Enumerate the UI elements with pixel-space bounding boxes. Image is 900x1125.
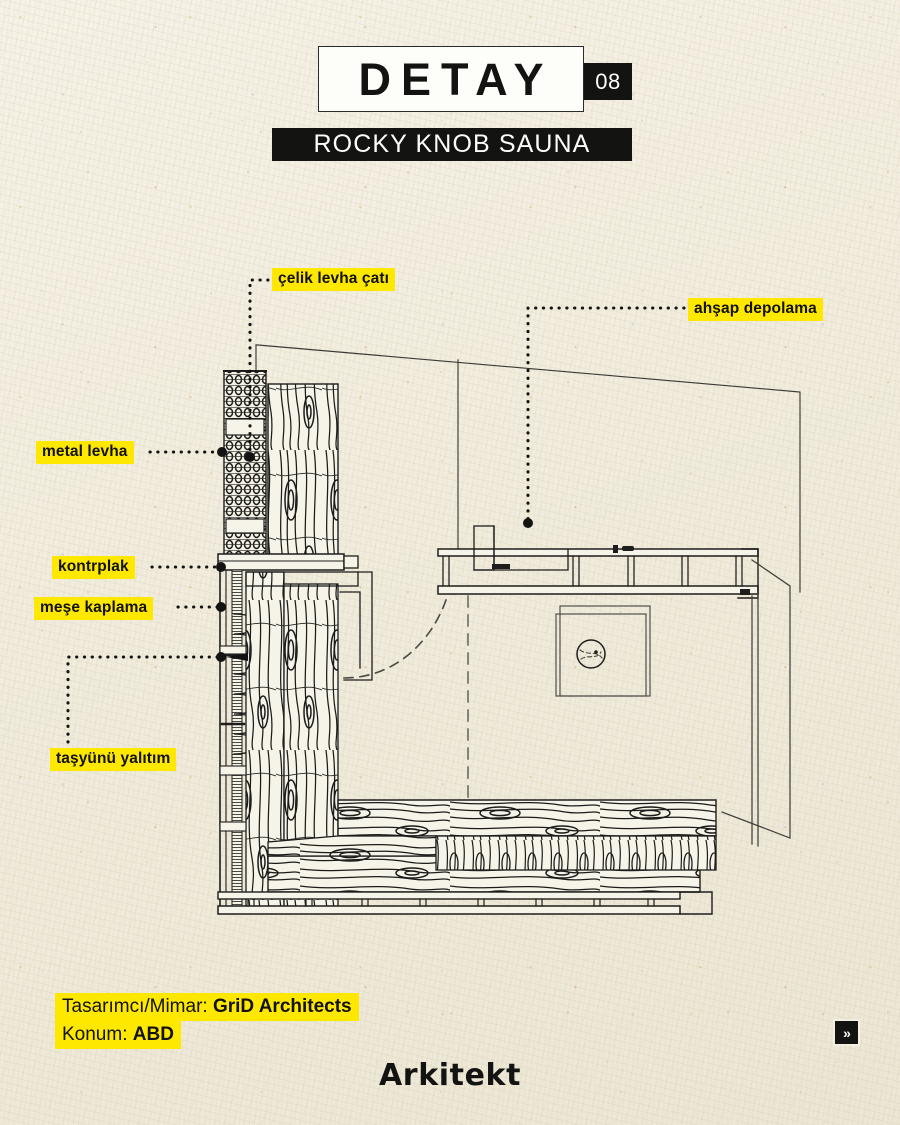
window-hatch-panel	[555, 605, 651, 697]
callout-tasyunu-yalitim: taşyünü yalıtım	[50, 748, 177, 772]
roof-outline	[255, 344, 801, 593]
next-page-button[interactable]: »	[833, 1019, 860, 1046]
project-subtitle-bar: ROCKY KNOB SAUNA	[272, 128, 632, 161]
insulation-arrowhead	[226, 653, 248, 661]
callout-celik-levha-cati: çelik levha çatı	[272, 268, 396, 292]
detail-number-badge: 08	[584, 63, 632, 100]
angled-glazing	[721, 559, 791, 847]
callout-dots	[216, 447, 533, 662]
upper-oak-panel	[267, 383, 339, 569]
credits-block: Tasarımcı/Mimar: GriD Architects Konum: …	[55, 993, 359, 1050]
chevron-right-double-icon: »	[843, 1024, 851, 1041]
designer-line: Tasarımcı/Mimar: GriD Architects	[55, 993, 359, 1022]
location-line: Konum: ABD	[55, 1021, 181, 1050]
wall-head-member	[217, 553, 359, 571]
page-title: DETAY	[358, 53, 554, 105]
brand-logo: Arkitekt	[378, 1058, 522, 1093]
callout-ahsap-depolama: ahşap depolama	[688, 298, 823, 322]
designer-label: Tasarımcı/Mimar:	[62, 996, 213, 1017]
designer-value: GriD Architects	[212, 996, 352, 1017]
callout-kontrplak: kontrplak	[52, 556, 135, 580]
project-subtitle: ROCKY KNOB SAUNA	[313, 130, 591, 158]
callout-mese-kaplama: meşe kaplama	[34, 597, 154, 621]
poster-header: DETAY 08 ROCKY KNOB SAUNA	[0, 0, 900, 175]
metal-cladding	[223, 370, 267, 569]
location-label: Konum:	[62, 1024, 133, 1046]
location-value: ABD	[132, 1024, 174, 1046]
floor-joists	[217, 891, 713, 915]
wood-storage-shelf	[437, 525, 759, 599]
swing-arc	[343, 598, 448, 679]
callout-leaders	[66, 278, 686, 744]
callout-metal-levha: metal levha	[36, 441, 134, 465]
floor-bench-platform	[267, 799, 717, 893]
detay-title-box: DETAY	[318, 46, 584, 112]
detail-number: 08	[595, 68, 621, 94]
